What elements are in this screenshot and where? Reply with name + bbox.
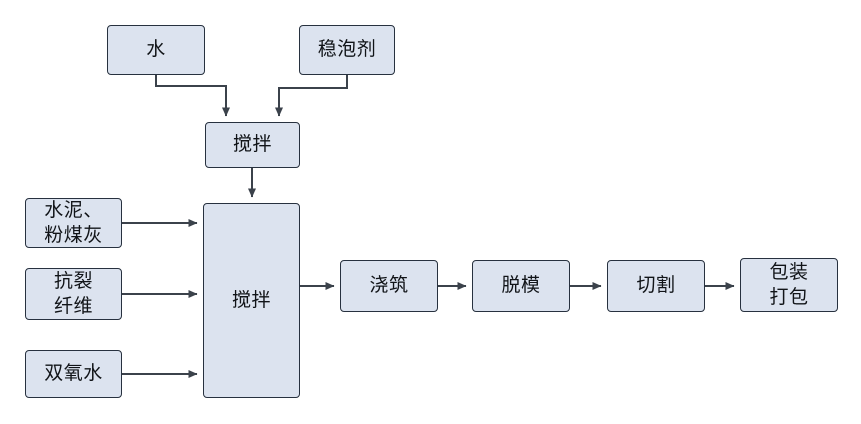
node-fiber[interactable]: 抗裂 纤维 xyxy=(25,268,122,320)
node-mix2[interactable]: 搅拌 xyxy=(203,203,300,398)
node-mix1[interactable]: 搅拌 xyxy=(205,122,300,168)
node-cement[interactable]: 水泥、 粉煤灰 xyxy=(25,198,122,248)
node-stabilizer[interactable]: 稳泡剂 xyxy=(299,25,395,75)
node-label: 脱模 xyxy=(501,274,541,297)
node-label: 搅拌 xyxy=(232,133,272,156)
node-label: 切割 xyxy=(636,274,676,297)
node-water[interactable]: 水 xyxy=(107,25,205,75)
node-label: 搅拌 xyxy=(231,288,271,311)
node-label: 双氧水 xyxy=(44,362,103,385)
edge-water-to-mix1 xyxy=(155,75,230,117)
node-peroxide[interactable]: 双氧水 xyxy=(25,350,122,398)
node-cutting[interactable]: 切割 xyxy=(607,260,705,312)
node-label: 抗裂 纤维 xyxy=(53,269,93,317)
node-label: 水 xyxy=(146,38,166,61)
node-casting[interactable]: 浇筑 xyxy=(340,260,438,312)
node-label: 水泥、 粉煤灰 xyxy=(44,198,103,246)
node-demould[interactable]: 脱模 xyxy=(472,260,570,312)
node-label: 稳泡剂 xyxy=(317,38,377,61)
node-label: 浇筑 xyxy=(369,274,409,297)
edge-stabilizer-to-mix1 xyxy=(275,75,348,117)
node-packing[interactable]: 包装 打包 xyxy=(740,258,838,312)
node-label: 包装 打包 xyxy=(769,260,809,308)
